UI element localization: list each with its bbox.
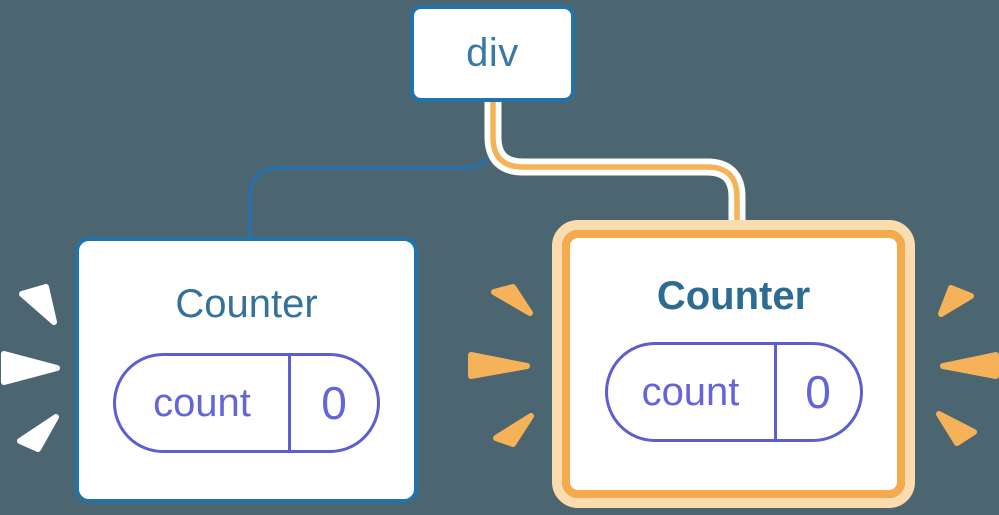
burst-ray-icon (493, 413, 534, 447)
counter-card-right-highlight-ring: Counter count 0 (552, 220, 915, 508)
counter-card-right: Counter count 0 (562, 230, 905, 498)
burst-rays-white (1, 284, 60, 452)
state-pill: count 0 (604, 342, 863, 442)
burst-ray-icon (468, 352, 530, 379)
burst-ray-icon (19, 284, 57, 325)
pill-divider (773, 345, 777, 439)
burst-ray-icon (938, 285, 974, 317)
counter-card-left: Counter count 0 (75, 237, 418, 503)
counter-title: Counter (175, 282, 318, 326)
state-pill: count 0 (113, 353, 380, 453)
connector-right-casing (484, 102, 746, 229)
burst-rays-orange-left (468, 284, 534, 447)
root-node-div: div (410, 5, 575, 102)
pill-divider (288, 356, 291, 450)
state-key-label: count (641, 369, 740, 414)
connector-right-yellow (490, 102, 740, 231)
root-node-label: div (466, 31, 519, 75)
state-key-label: count (153, 380, 251, 425)
state-value: 0 (321, 377, 347, 429)
counter-title: Counter (656, 274, 811, 318)
burst-rays-orange-right (936, 285, 999, 446)
burst-ray-icon (1, 351, 60, 385)
burst-ray-icon (936, 411, 977, 446)
burst-ray-icon (17, 414, 59, 452)
connector-left-blue (248, 101, 495, 239)
burst-ray-icon (940, 352, 999, 379)
burst-ray-icon (491, 284, 533, 316)
state-value: 0 (805, 366, 831, 418)
